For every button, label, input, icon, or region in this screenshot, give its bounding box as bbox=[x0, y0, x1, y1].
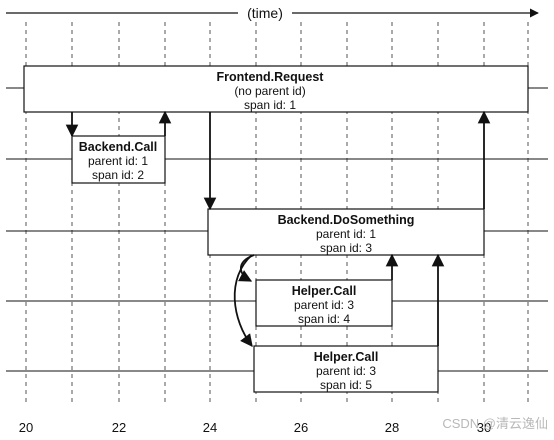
span-frontend-request: Frontend.Request (no parent id) span id:… bbox=[23, 65, 529, 113]
tick-label: 24 bbox=[203, 420, 217, 435]
tick-label: 28 bbox=[385, 420, 399, 435]
span-box bbox=[253, 345, 439, 393]
span-title: Backend.DoSomething bbox=[278, 213, 415, 227]
span-title: Helper.Call bbox=[314, 350, 379, 364]
span-id-text: span id: 5 bbox=[320, 378, 372, 392]
time-axis: (time) bbox=[6, 5, 539, 21]
span-parent-text: parent id: 1 bbox=[316, 227, 376, 241]
span-backend-dosomething: Backend.DoSomething parent id: 1 span id… bbox=[207, 208, 485, 256]
tick-labels: 20 22 24 26 28 30 bbox=[19, 420, 491, 435]
call-arrow bbox=[233, 254, 253, 347]
time-axis-title: (time) bbox=[247, 5, 283, 21]
span-parent-text: (no parent id) bbox=[234, 84, 305, 98]
span-title: Backend.Call bbox=[79, 140, 158, 154]
span-title: Helper.Call bbox=[292, 284, 357, 298]
tick-label: 26 bbox=[294, 420, 308, 435]
span-helper-call-1: Helper.Call parent id: 3 span id: 4 bbox=[255, 279, 393, 327]
span-parent-text: parent id: 3 bbox=[294, 298, 354, 312]
span-id-text: span id: 2 bbox=[92, 168, 144, 182]
span-title: Frontend.Request bbox=[217, 70, 325, 84]
span-helper-call-2: Helper.Call parent id: 3 span id: 5 bbox=[253, 345, 439, 393]
span-parent-text: parent id: 1 bbox=[88, 154, 148, 168]
span-id-text: span id: 1 bbox=[244, 98, 296, 112]
tick-label: 20 bbox=[19, 420, 33, 435]
tick-label: 22 bbox=[112, 420, 126, 435]
span-id-text: span id: 3 bbox=[320, 241, 372, 255]
span-box bbox=[71, 135, 166, 184]
span-parent-text: parent id: 3 bbox=[316, 364, 376, 378]
span-box bbox=[23, 65, 529, 113]
tick-label: 30 bbox=[477, 420, 491, 435]
span-box bbox=[207, 208, 485, 256]
span-box bbox=[255, 279, 393, 327]
span-id-text: span id: 4 bbox=[298, 312, 350, 326]
call-arrows bbox=[65, 110, 491, 347]
span-backend-call: Backend.Call parent id: 1 span id: 2 bbox=[71, 135, 166, 184]
watermark: CSDN @清云逸仙 bbox=[442, 416, 548, 431]
